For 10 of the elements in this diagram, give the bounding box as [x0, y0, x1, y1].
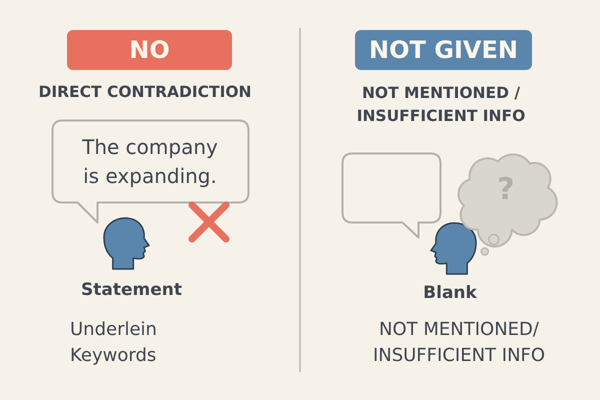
- speech-bubble: [340, 152, 442, 238]
- subheading: DIRECT CONTRADICTION: [37, 82, 253, 103]
- speech-bubble: The company is expanding.: [50, 118, 250, 224]
- caption: Blank: [422, 282, 478, 304]
- category-badge: NOT GIVEN: [355, 30, 532, 70]
- subheading: NOT MENTIONED / INSUFFICIENT INFO: [356, 83, 526, 127]
- note-text: NOT MENTIONED/ INSUFFICIENT INFO: [372, 318, 546, 368]
- category-badge: NO: [67, 30, 232, 70]
- note-text: Underlein Keywords: [70, 318, 158, 368]
- caption: Statement: [81, 279, 181, 301]
